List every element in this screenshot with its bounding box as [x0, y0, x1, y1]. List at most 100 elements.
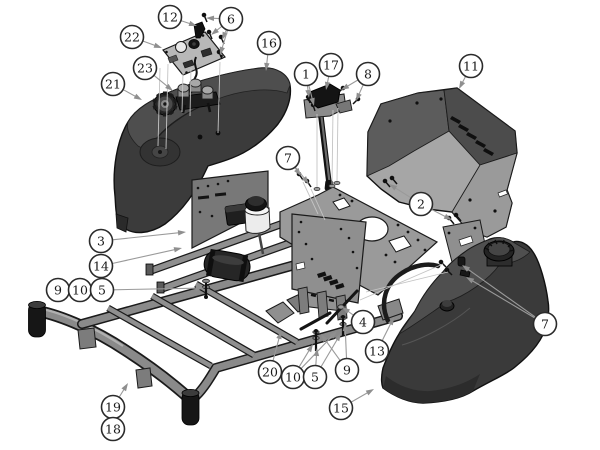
left-tank-tab — [115, 213, 129, 233]
leader-arrowhead — [389, 184, 398, 191]
balloon-number: 2 — [417, 196, 425, 211]
deck-rect-hole — [388, 235, 412, 253]
balloon-number: 10 — [285, 369, 301, 384]
balloon-number: 4 — [359, 314, 367, 329]
bumper-tube — [33, 306, 195, 404]
leader-arrowhead — [313, 348, 320, 357]
balloon-number: 20 — [262, 364, 278, 379]
front-plate-vents — [317, 271, 345, 290]
balloon-circle — [350, 309, 376, 335]
balloon-circle — [88, 228, 114, 254]
panel-hole-2 — [201, 34, 205, 37]
bolt-stack-left — [202, 278, 210, 299]
part-right-fuel-tank — [380, 237, 550, 404]
balloon-number: 5 — [311, 369, 319, 384]
balloon-circle — [157, 4, 183, 30]
oil-reservoir — [244, 196, 271, 255]
ring-hole — [163, 102, 167, 106]
leader-arrowhead — [342, 323, 349, 332]
front-plate-holes — [297, 220, 359, 270]
frame-bracket-front — [77, 327, 97, 350]
right-tank-contour — [401, 307, 471, 346]
callout-7: 7 — [275, 145, 309, 184]
leader-arrowhead — [324, 81, 331, 90]
callout-16: 16 — [256, 30, 282, 71]
leader-arrowhead — [342, 307, 351, 314]
cover-slot — [497, 189, 508, 198]
callout-22: 22 — [119, 24, 162, 50]
part-fill-tube-assembly — [303, 83, 353, 192]
hose-stub-2 — [206, 102, 212, 113]
leader-line — [467, 277, 536, 319]
leader-arrowhead — [276, 331, 282, 340]
balloon-circle — [532, 311, 558, 337]
balloon-circle — [275, 145, 301, 171]
fuel-cap-ribs — [484, 239, 515, 252]
frame-post-front-right — [181, 388, 200, 426]
rail-end-cap-1 — [145, 263, 154, 276]
callout-4: 4 — [342, 307, 376, 335]
bumper-tube-outline — [32, 305, 196, 405]
vent-fittings — [457, 256, 471, 278]
leader-arrowhead — [177, 230, 186, 236]
rod-spacer — [337, 304, 345, 310]
balloon-number: 1 — [302, 66, 310, 81]
part-fuel-hose — [381, 262, 441, 324]
balloon-number: 6 — [227, 11, 235, 26]
callout-9: 9 — [45, 277, 71, 303]
balloon-number: 12 — [162, 9, 178, 24]
leader-arrowhead — [173, 247, 182, 253]
engine-mount-box — [224, 203, 252, 226]
callout-23: 23 — [132, 55, 173, 91]
deck-front-plate — [291, 213, 367, 304]
callout-10: 10 — [280, 331, 337, 390]
leader-arrowhead — [356, 92, 362, 101]
part-rear-cover — [366, 87, 518, 238]
leader-arrowhead — [264, 62, 270, 71]
callout-15: 15 — [328, 389, 374, 421]
balloon-number: 15 — [333, 400, 349, 415]
right-tank-shadow — [383, 374, 480, 403]
leader-arrowhead — [466, 277, 475, 284]
balloon-circle — [88, 253, 114, 279]
frame-bracket-mid — [135, 367, 153, 389]
balloon-circle — [119, 24, 145, 50]
leader-arrowhead — [306, 344, 313, 353]
callout-17: 17 — [318, 52, 344, 90]
part-sender-lock-ring — [152, 91, 178, 117]
leader-arrowhead — [462, 265, 471, 272]
leader-arrowhead — [334, 333, 341, 342]
callout-6: 6 — [206, 6, 244, 55]
fill-tube-inner — [320, 116, 331, 183]
callout-13: 13 — [364, 317, 394, 364]
leader-arrowhead — [329, 331, 337, 339]
cover-hole — [468, 198, 472, 202]
part-plug-cluster — [175, 78, 221, 114]
balloon-number: 19 — [105, 399, 121, 414]
deck-washers — [313, 181, 341, 191]
balloon-number: 23 — [137, 60, 153, 75]
balloon-number: 10 — [72, 282, 88, 297]
leader-arrowhead — [153, 42, 162, 48]
balloon-number: 7 — [284, 150, 292, 165]
leader-line — [463, 265, 536, 318]
leader-line — [320, 334, 341, 368]
balloon-number: 21 — [105, 76, 121, 91]
panel-plate — [162, 31, 226, 76]
cover-hole — [415, 101, 419, 105]
callout-10: 10 — [67, 277, 93, 303]
balloon-circle — [334, 357, 360, 383]
balloon-number: 13 — [369, 343, 385, 358]
hose-stub-1 — [181, 104, 187, 114]
cover-hole — [388, 119, 392, 123]
leader-line — [112, 231, 185, 241]
callout-2: 2 — [389, 184, 452, 220]
bolt-stack-mid — [312, 329, 320, 351]
balloon-circle — [100, 416, 126, 442]
panel-hole-1 — [165, 50, 168, 54]
panel-screws — [201, 12, 225, 60]
leader-arrowhead — [305, 89, 311, 98]
panel-hole-4 — [185, 71, 188, 74]
